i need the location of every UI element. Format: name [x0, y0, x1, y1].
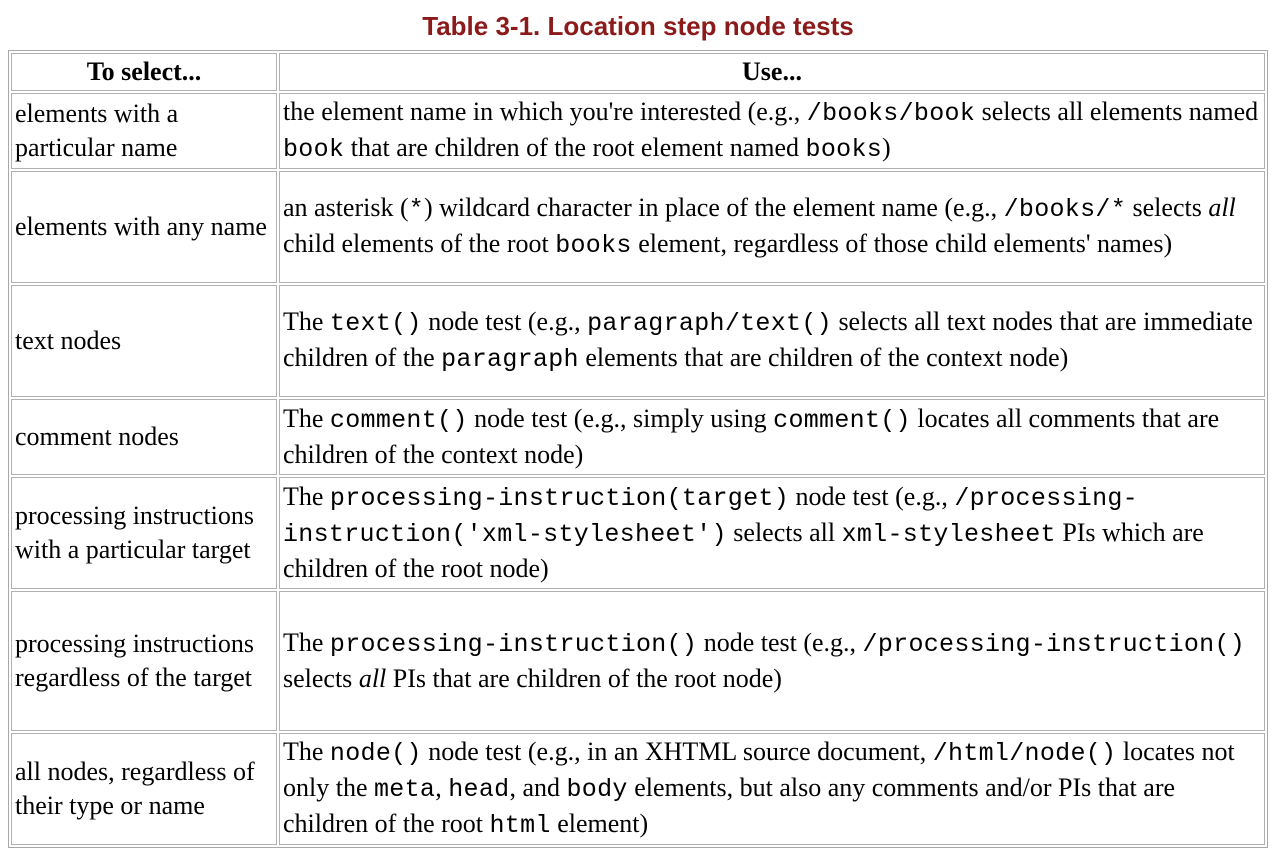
description-text: selects — [1126, 193, 1209, 222]
description-text: node test (e.g., simply using — [467, 404, 774, 433]
description-text: node test (e.g., — [697, 628, 863, 657]
description-text: The — [283, 737, 330, 766]
use-cell: The text() node test (e.g., paragraph/te… — [279, 285, 1265, 397]
description-text: The — [283, 404, 330, 433]
description-text: locates all comments that are children o… — [283, 404, 1220, 469]
use-cell: The comment() node test (e.g., simply us… — [279, 399, 1265, 475]
code-term: paragraph — [441, 345, 579, 374]
description-text: that are children of the root element na… — [344, 133, 806, 162]
use-cell: the element name in which you're interes… — [279, 93, 1265, 169]
description-text: ) — [882, 133, 891, 162]
code-term: /html/node() — [932, 739, 1117, 768]
code-term: processing-instruction() — [329, 630, 698, 659]
code-term: /processing-instruction('xml-stylesheet'… — [283, 484, 1138, 549]
description-text: the element name in which you're interes… — [283, 97, 807, 126]
select-cell: processing instructions regardless of th… — [11, 591, 277, 731]
use-cell: The processing-instruction() node test (… — [279, 591, 1265, 731]
select-cell: elements with a particular name — [11, 93, 277, 169]
code-term: /processing-instruction() — [862, 630, 1246, 659]
description-text: node test (e.g., — [789, 482, 955, 511]
code-term: /books/book — [806, 99, 976, 128]
description-text: elements that are children of the contex… — [578, 343, 1069, 372]
description-text: PIs that are children of the root node) — [386, 664, 782, 693]
description-text: PIs which are children of the root node) — [283, 518, 1204, 583]
description-text: node test (e.g., in an XHTML source docu… — [421, 737, 933, 766]
table-row: processing instructions with a particula… — [11, 477, 1265, 589]
code-term: processing-instruction(target) — [329, 484, 789, 513]
code-term: head — [448, 775, 510, 804]
description-text: The — [283, 628, 330, 657]
emphasis-text: all — [358, 664, 387, 693]
use-cell: The processing-instruction(target) node … — [279, 477, 1265, 589]
description-text: elements, but also any comments and/or P… — [283, 773, 1176, 838]
table-title: Table 3-1. Location step node tests — [422, 11, 854, 41]
description-text: selects — [283, 664, 359, 693]
select-cell: all nodes, regardless of their type or n… — [11, 733, 277, 845]
code-term: meta — [374, 775, 436, 804]
table-row: all nodes, regardless of their type or n… — [11, 733, 1265, 845]
node-tests-table: To select... Use... elements with a part… — [8, 50, 1268, 848]
description-text: , and — [509, 773, 567, 802]
code-term: text() — [329, 309, 422, 338]
description-text: selects all text nodes that are immediat… — [283, 307, 1253, 372]
description-text: The — [283, 482, 330, 511]
code-term: node() — [329, 739, 422, 768]
code-term: books — [805, 135, 883, 164]
code-term: book — [283, 135, 345, 164]
description-text: , — [435, 773, 449, 802]
header-row: To select... Use... — [11, 53, 1265, 91]
use-cell: an asterisk (*) wildcard character in pl… — [279, 171, 1265, 283]
code-term: comment() — [773, 406, 911, 435]
select-cell: comment nodes — [11, 399, 277, 475]
code-term: * — [408, 195, 424, 224]
select-cell: elements with any name — [11, 171, 277, 283]
code-term: xml-stylesheet — [841, 520, 1056, 549]
code-term: comment() — [329, 406, 468, 435]
code-term: /books/* — [1003, 195, 1127, 224]
description-text: selects all — [726, 518, 842, 547]
description-text: The — [283, 307, 330, 336]
header-to-select: To select... — [11, 53, 277, 91]
description-text: locates not only the — [283, 737, 1235, 802]
description-text: element) — [550, 809, 649, 838]
code-term: books — [555, 231, 632, 260]
code-term: html — [489, 811, 551, 840]
description-text: node test (e.g., — [421, 307, 588, 336]
description-text: element, regardless of those child eleme… — [631, 229, 1173, 258]
table-row: processing instructions regardless of th… — [11, 591, 1265, 731]
code-term: body — [566, 775, 628, 804]
description-text: an asterisk ( — [283, 193, 409, 222]
select-cell: text nodes — [11, 285, 277, 397]
code-term: paragraph/text() — [587, 309, 832, 338]
emphasis-text: all — [1208, 193, 1236, 222]
header-use: Use... — [279, 53, 1265, 91]
use-cell: The node() node test (e.g., in an XHTML … — [279, 733, 1265, 845]
description-text: child elements of the root — [283, 229, 556, 258]
description-text: ) wildcard character in place of the ele… — [423, 193, 1004, 222]
description-text: selects all elements named — [975, 97, 1259, 126]
select-cell: processing instructions with a particula… — [11, 477, 277, 589]
